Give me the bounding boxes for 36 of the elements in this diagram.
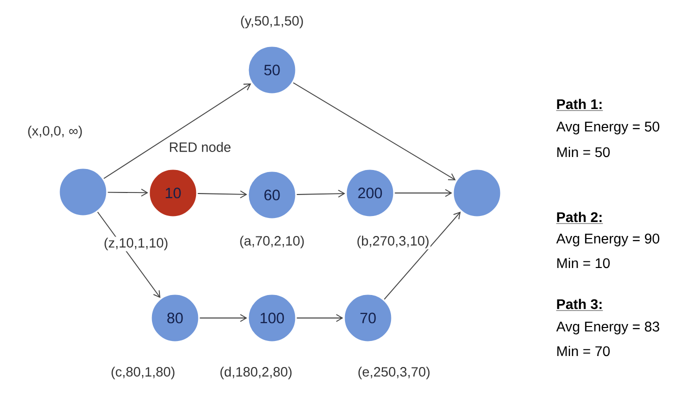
node-label: (y,50,1,50) <box>239 14 305 30</box>
arrow <box>296 190 346 198</box>
circle-node: 50 <box>247 45 297 95</box>
node-label: RED node <box>168 141 232 153</box>
circle-node: 100 <box>247 293 297 343</box>
arrow <box>197 190 248 198</box>
node-label: (d,180,2,80) <box>218 366 294 380</box>
path-heading: Path 2: <box>556 212 604 224</box>
node-label: (c,80,1,80) <box>110 366 176 380</box>
path-heading: Path 1: <box>556 98 604 111</box>
arrow <box>103 83 252 179</box>
node-label: (e,250,3,70) <box>356 366 432 380</box>
path-stat: Avg Energy = 90 <box>556 234 660 246</box>
node-label: (x,0,0, ∞) <box>26 124 84 140</box>
arrow <box>107 188 148 197</box>
arrow <box>384 212 461 300</box>
node-label: (b,270,3,10) <box>356 234 430 250</box>
circle-node: 80 <box>150 293 200 343</box>
path-stat: Min = 50 <box>557 146 610 158</box>
node-label: (z,10,1,10) <box>102 236 170 252</box>
circle-node: 60 <box>247 170 297 220</box>
path-stat: Min = 10 <box>557 258 610 268</box>
circle-node: 10 <box>148 168 198 218</box>
empty-circle <box>452 168 502 218</box>
arrow <box>394 189 452 197</box>
path-stat: Min = 70 <box>557 346 610 356</box>
arrow <box>199 314 248 322</box>
arrow <box>296 314 344 322</box>
circle-node: 200 <box>345 168 395 218</box>
path-heading: Path 3: <box>556 298 604 311</box>
empty-circle <box>58 167 108 217</box>
arrow <box>292 82 456 180</box>
path-stat: Avg Energy = 83 <box>556 322 660 334</box>
node-label: (a,70,2,10) <box>238 234 306 250</box>
circle-node: 70 <box>343 293 393 343</box>
path-stat: Avg Energy = 50 <box>556 122 660 134</box>
